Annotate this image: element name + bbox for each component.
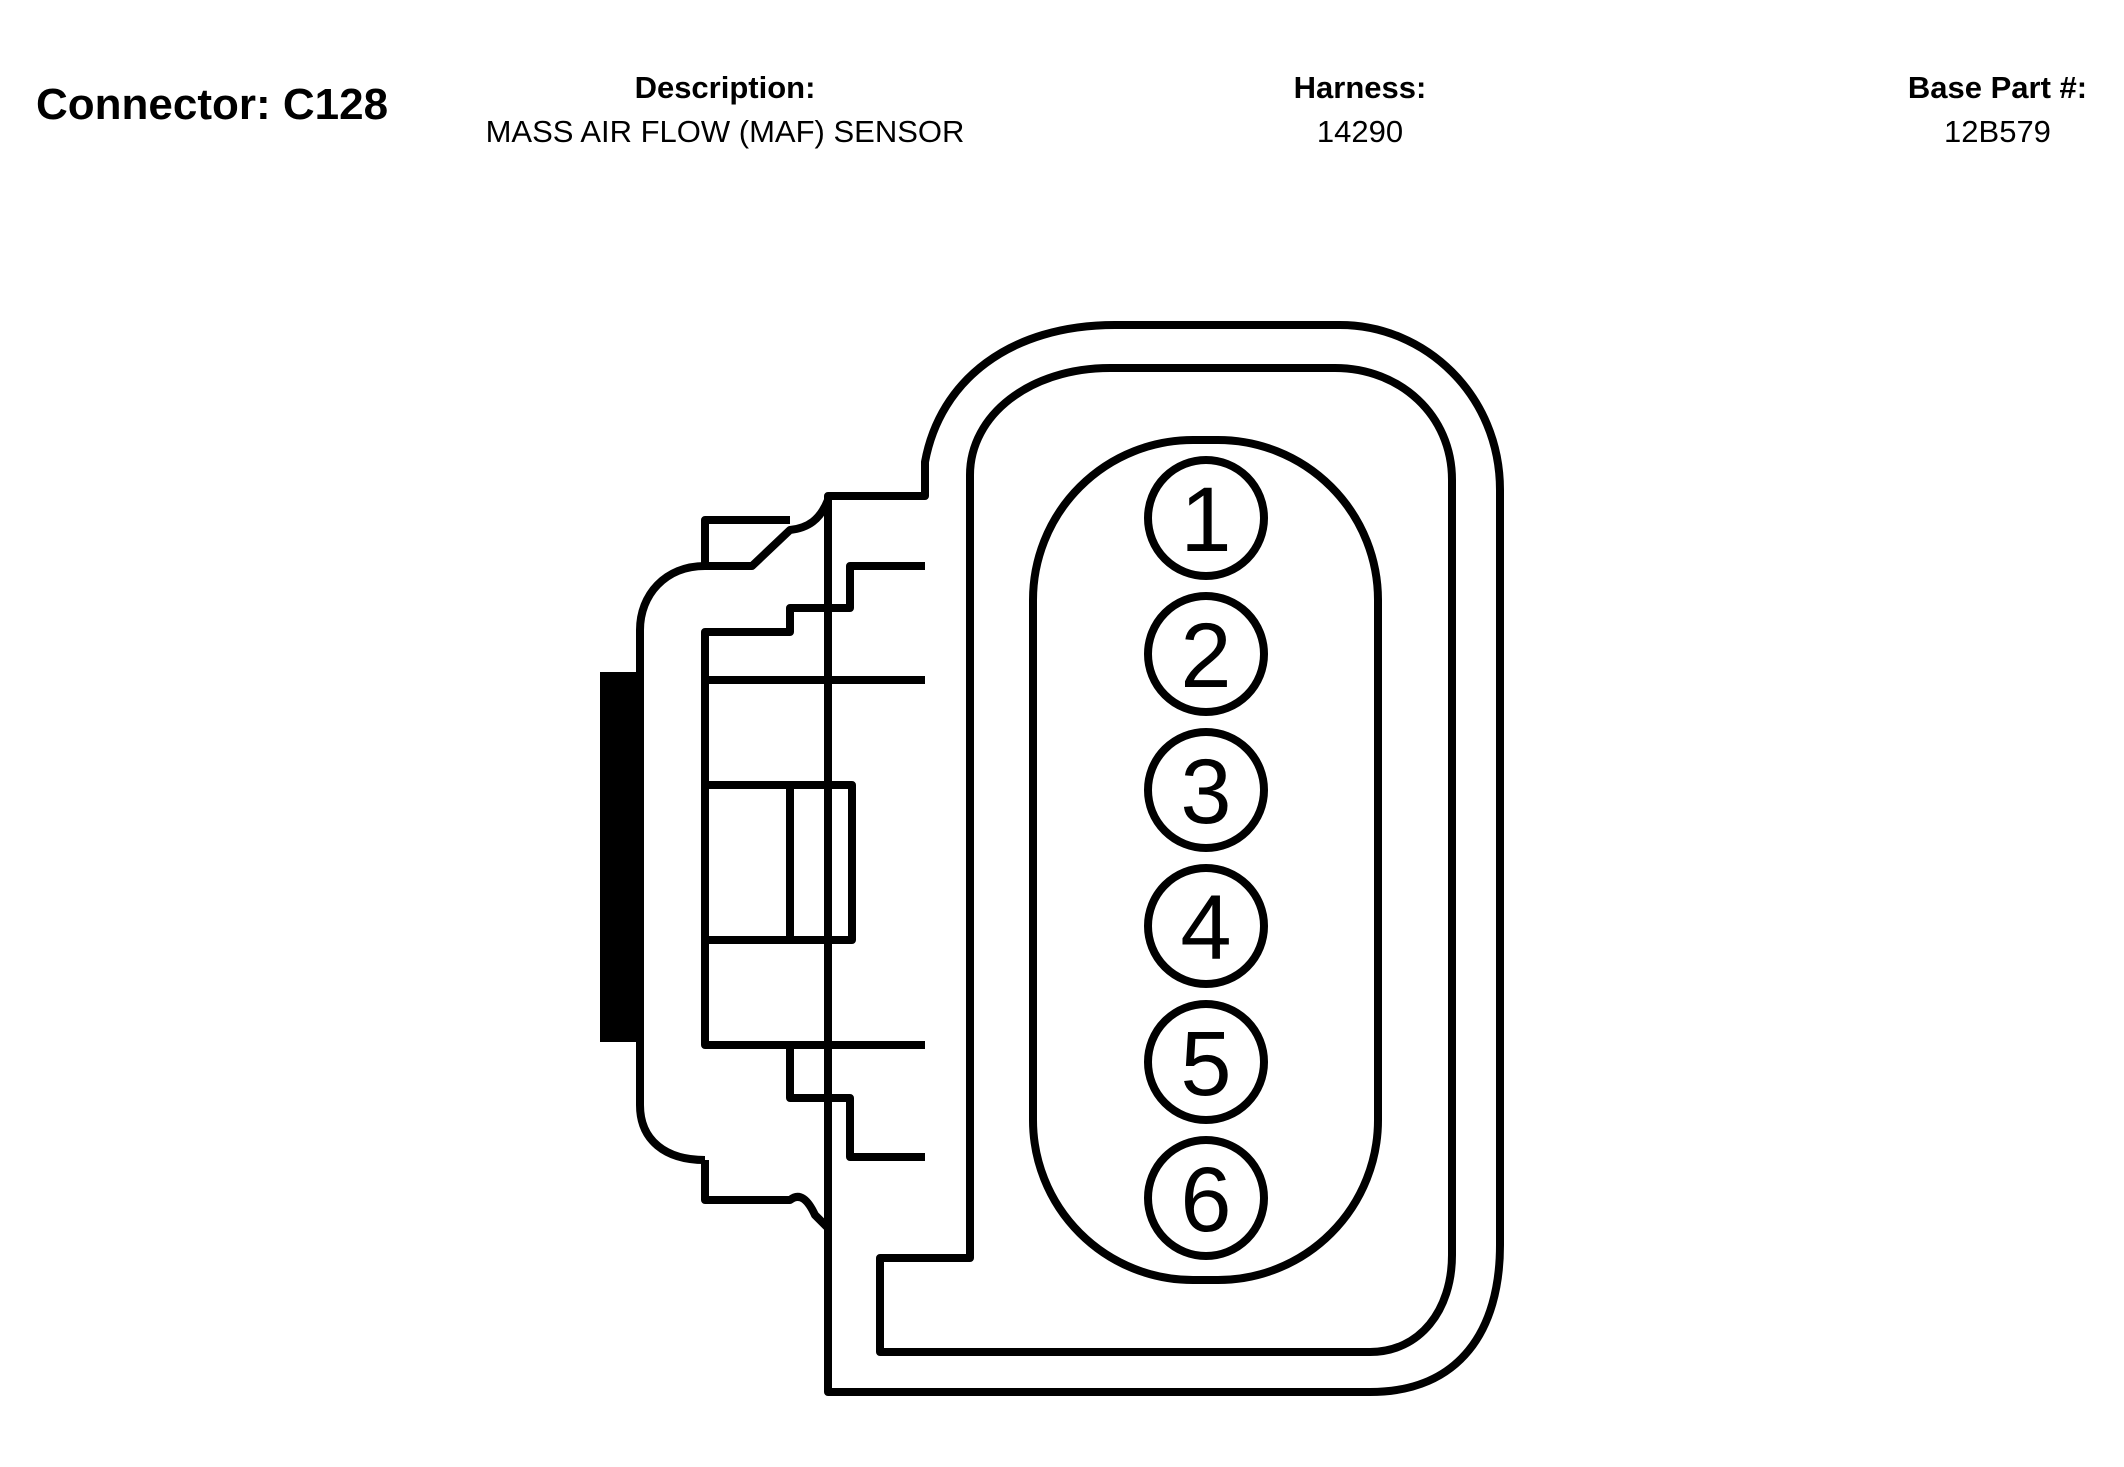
pin-cavity [1029, 436, 1382, 1284]
pin-5-label: 5 [1180, 1013, 1231, 1115]
base-part-label: Base Part #: [1907, 70, 2088, 105]
pin-2-label: 2 [1180, 605, 1231, 707]
pin-1-label: 1 [1180, 469, 1231, 571]
description-value: MASS AIR FLOW (MAF) SENSOR [485, 114, 965, 149]
description-block: Description: MASS AIR FLOW (MAF) SENSOR [460, 66, 990, 154]
pin-1-circle [1144, 456, 1268, 580]
connector-title: Connector: C128 [36, 80, 389, 129]
pin-5-circle [1144, 1000, 1268, 1124]
pin-3-circle [1144, 728, 1268, 852]
harness-value: 14290 [1316, 114, 1404, 149]
latch-upper [701, 496, 832, 570]
pin-4-circle [1144, 864, 1268, 988]
pin-6-circle [1144, 1136, 1268, 1260]
pin-3-label: 3 [1180, 741, 1231, 843]
pin-6-label: 6 [1180, 1149, 1231, 1251]
harness-label: Harness: [1293, 70, 1427, 105]
description-label: Description: [634, 70, 816, 105]
base-part-value: 12B579 [1944, 114, 2051, 149]
lock-boss [701, 562, 925, 1161]
side-tab [636, 562, 752, 1164]
housing-outer-outline [824, 321, 1504, 1396]
lock-bar [600, 672, 636, 1042]
pin-group: 1 2 3 4 5 6 [1144, 456, 1268, 1260]
harness-block: Harness: 14290 [1255, 66, 1465, 154]
housing-inner-outline [876, 364, 1456, 1356]
base-part-block: Base Part #: 12B579 [1885, 66, 2110, 154]
pin-2-circle [1144, 592, 1268, 716]
release-tab [705, 781, 856, 944]
pin-4-label: 4 [1180, 877, 1231, 979]
latch-lower [701, 1160, 831, 1231]
